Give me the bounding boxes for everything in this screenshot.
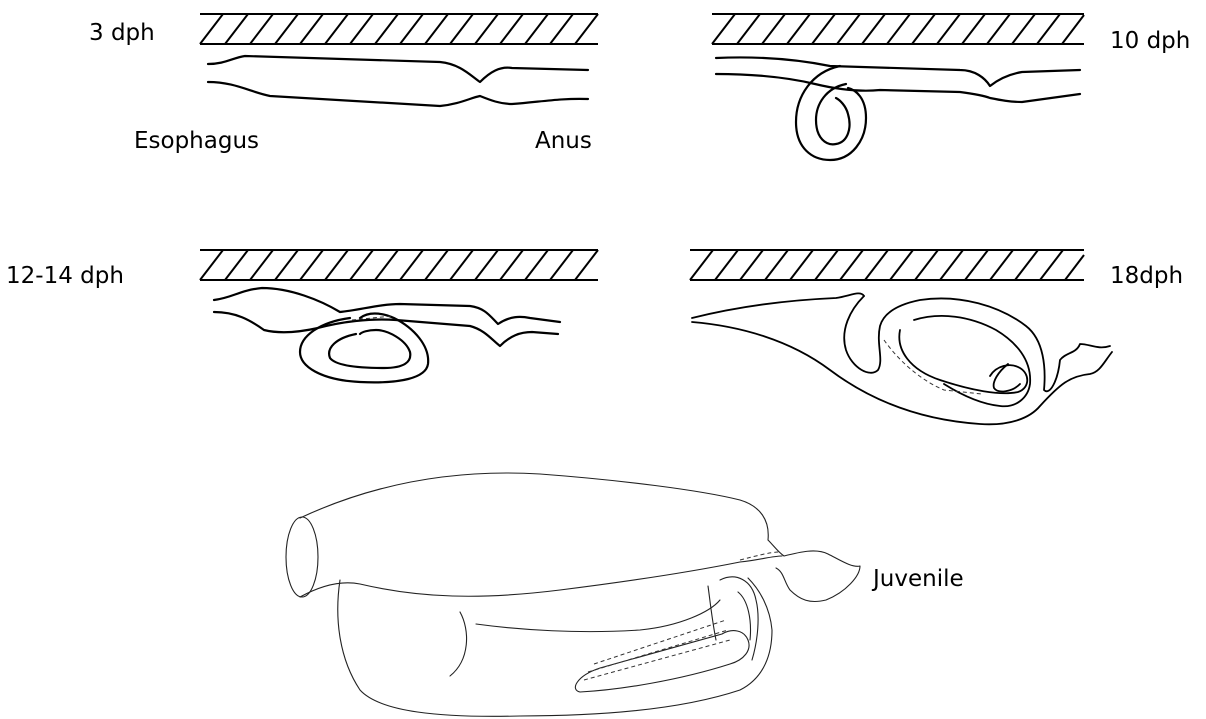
body-wall-10dph	[712, 14, 1084, 44]
hidden-loop-18dph	[884, 340, 982, 394]
label-18dph: 18dph	[1110, 265, 1183, 288]
gut-18dph	[692, 293, 1112, 424]
panel-juvenile	[286, 473, 860, 716]
label-juvenile: Juvenile	[873, 568, 964, 591]
panel-18dph	[690, 250, 1112, 424]
body-wall-3dph	[200, 14, 598, 44]
gut-12-14dph	[214, 288, 560, 382]
body-wall-18dph	[690, 250, 1084, 280]
panel-3dph	[200, 14, 598, 106]
panel-12-14dph	[200, 250, 598, 382]
gut-juvenile	[286, 473, 860, 716]
label-3dph: 3 dph	[89, 22, 155, 45]
label-esophagus: Esophagus	[134, 130, 259, 153]
hidden-intestine-juvenile	[584, 552, 780, 680]
body-wall-12-14dph	[200, 250, 598, 280]
label-12-14dph: 12-14 dph	[6, 265, 124, 288]
gut-10dph	[716, 57, 1080, 160]
label-10dph: 10 dph	[1110, 30, 1190, 53]
label-anus: Anus	[535, 130, 592, 153]
panel-10dph	[712, 14, 1084, 160]
gut-3dph	[208, 56, 588, 106]
